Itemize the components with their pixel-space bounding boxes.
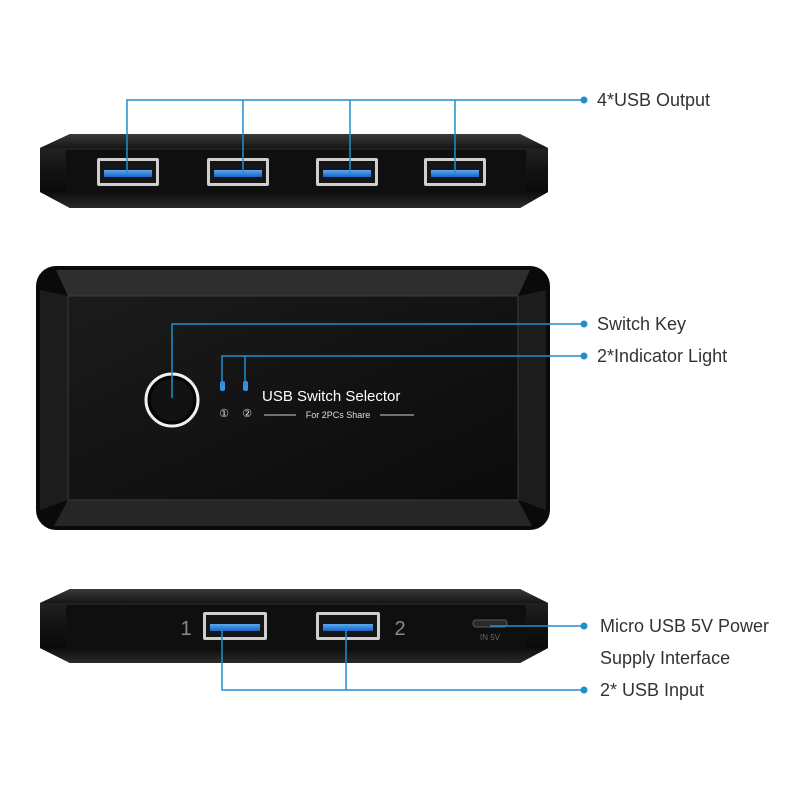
- device-rear-view: [40, 134, 548, 208]
- callout-switch-key: Switch Key: [597, 314, 687, 334]
- callout-usb-output: 4*USB Output: [597, 90, 711, 110]
- port-2-label: 2: [394, 618, 405, 640]
- device-title: USB Switch Selector: [262, 388, 400, 405]
- callout-indicator-light: 2*Indicator Light: [597, 346, 728, 366]
- callout-power-line-1: Micro USB 5V Power: [600, 616, 770, 636]
- usb-output-port-1: [97, 158, 159, 186]
- leader-indicator-1: [221, 355, 584, 386]
- callout-power-line-2: Supply Interface: [600, 648, 731, 668]
- indicator-1-number: ①: [219, 407, 229, 420]
- device-subtitle: For 2PCs Share: [306, 410, 371, 420]
- port-1-label: 1: [180, 618, 191, 640]
- leader-usb-input: [221, 626, 584, 691]
- indicator-2-number: ②: [242, 407, 252, 420]
- leader-endpoints: [580, 96, 588, 694]
- callout-usb-input: 2* USB Input: [600, 680, 705, 700]
- leader-lines: [126, 99, 584, 691]
- usb-input-port-2: [316, 612, 380, 640]
- power-port-label: IN 5V: [480, 633, 501, 642]
- usb-output-port-2: [207, 158, 269, 186]
- usb-output-port-3: [316, 158, 378, 186]
- device-top-view: ① ② USB Switch Selector For 2PCs Share: [36, 266, 550, 530]
- leader-usb-output: [126, 99, 584, 174]
- leader-switch-key: [171, 323, 584, 398]
- usb-input-port-1: [203, 612, 267, 640]
- device-front-view: 1 2 IN 5V: [40, 589, 548, 663]
